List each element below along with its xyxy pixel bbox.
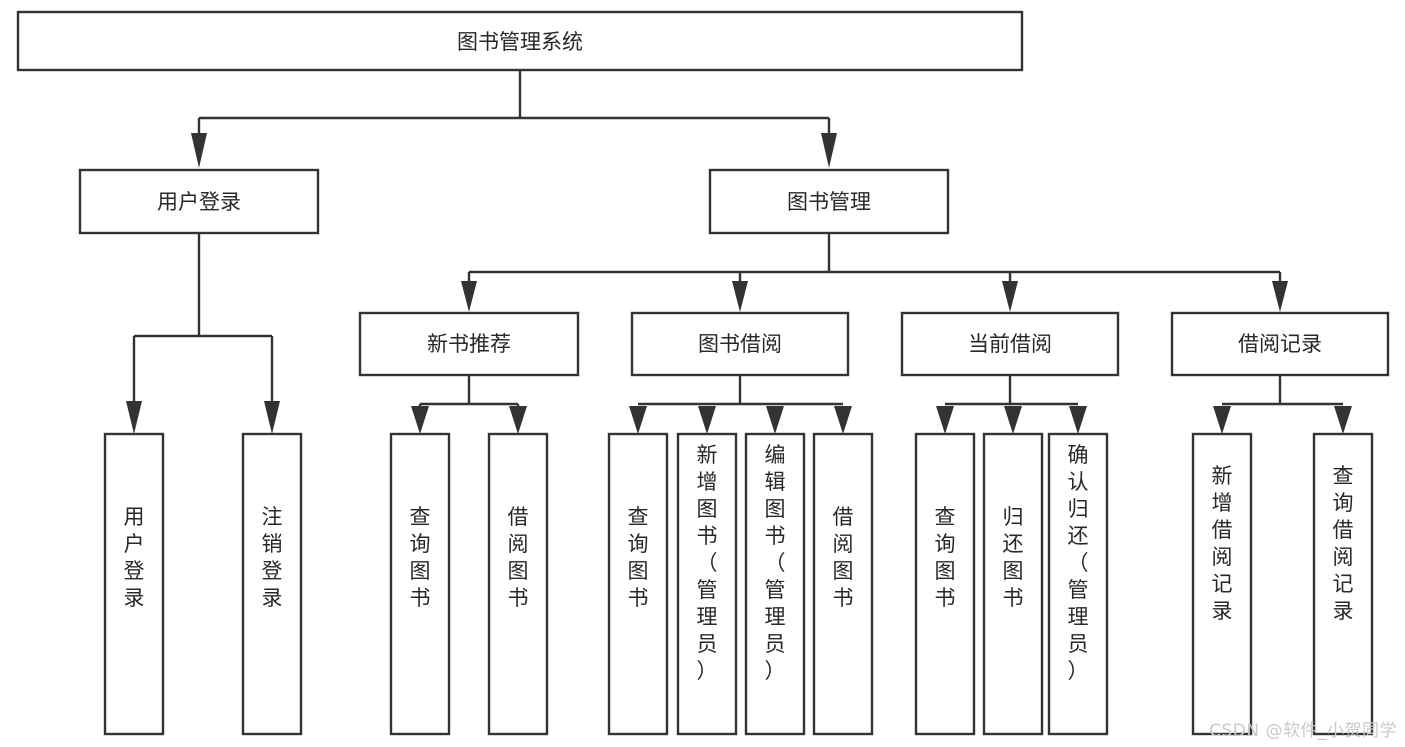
node-root-box[interactable] [16,10,1024,72]
node-leaf-user-login[interactable]: 用户登录 [103,432,165,736]
node-current-borrow-label: 当前借阅 [968,332,1052,356]
node-leaf-query-book-1-box[interactable] [389,432,451,736]
node-leaf-borrow-book-1-label: 借阅图书 [508,505,529,610]
node-current-borrow-box[interactable] [900,311,1120,377]
node-leaf-query-record[interactable]: 查询借阅记录 [1312,432,1374,736]
arrow-head-user-login [191,133,207,168]
node-leaf-user-login-box[interactable] [103,432,165,736]
arrow-head-leaf-query-book-1 [411,406,429,434]
node-leaf-add-book[interactable]: 新增图书（管理员） [676,432,738,736]
node-leaf-query-book-2[interactable]: 查询图书 [607,432,669,736]
connector-group-current-borrow [936,375,1087,434]
node-leaf-query-book-2-label: 查询图书 [628,505,649,610]
node-book-manage-label: 图书管理 [787,190,871,214]
node-book-borrow-box[interactable] [630,311,850,377]
node-user-login-label: 用户登录 [157,190,241,214]
connector-group-user-login [126,233,280,434]
arrow-head-leaf-query-book-3 [936,406,954,434]
node-book-manage[interactable]: 图书管理 [708,168,950,235]
node-book-borrow-label: 图书借阅 [698,332,782,356]
node-borrow-record-box[interactable] [1170,311,1390,377]
node-leaf-query-record-label: 查询借阅记录 [1333,464,1354,623]
node-leaf-borrow-book-2-box[interactable] [812,432,874,736]
node-leaf-user-logout[interactable]: 注销登录 [241,432,303,736]
node-borrow-record[interactable]: 借阅记录 [1170,311,1390,377]
node-leaf-confirm-return-label: 确认归还（管理员） [1068,443,1089,683]
node-leaf-borrow-book-1-box[interactable] [487,432,549,736]
node-leaf-user-logout-box[interactable] [241,432,303,736]
arrow-head-leaf-user-login [126,401,142,434]
node-root[interactable]: 图书管理系统 [16,10,1024,72]
connector-group-root [191,70,837,168]
node-leaf-query-book-3-box[interactable] [914,432,976,736]
arrow-head-borrow-record [1272,281,1288,312]
arrow-head-leaf-query-record [1334,406,1352,434]
node-root-label: 图书管理系统 [457,30,583,54]
arrow-head-leaf-user-logout [264,401,280,434]
arrow-head-book-manage [821,133,837,168]
node-new-book-recommend[interactable]: 新书推荐 [358,311,580,377]
connector-group-book-borrow [629,375,852,434]
node-leaf-return-book[interactable]: 归还图书 [982,432,1044,736]
node-leaf-query-book-3[interactable]: 查询图书 [914,432,976,736]
arrow-head-leaf-query-book-2 [629,406,647,434]
arrow-head-leaf-borrow-book-1 [509,406,527,434]
node-leaf-add-record-label: 新增借阅记录 [1212,464,1233,623]
arrow-head-leaf-borrow-book-2 [834,406,852,434]
node-leaf-confirm-return-box[interactable] [1047,432,1109,736]
node-leaf-return-book-box[interactable] [982,432,1044,736]
node-leaf-query-book-3-label: 查询图书 [935,505,956,610]
arrow-head-leaf-return-book [1004,406,1022,434]
node-leaf-return-book-label: 归还图书 [1003,505,1024,610]
node-book-manage-box[interactable] [708,168,950,235]
node-current-borrow[interactable]: 当前借阅 [900,311,1120,377]
node-leaf-edit-book-box[interactable] [744,432,806,736]
node-new-book-recommend-box[interactable] [358,311,580,377]
node-leaf-user-login-label: 用户登录 [124,505,145,610]
node-leaf-borrow-book-2[interactable]: 借阅图书 [812,432,874,736]
node-leaf-query-book-1[interactable]: 查询图书 [389,432,451,736]
node-leaf-borrow-book-1[interactable]: 借阅图书 [487,432,549,736]
connector-group-new-book-recommend [411,375,527,434]
node-leaf-query-book-2-box[interactable] [607,432,669,736]
arrow-head-new-book-recommend [461,281,477,312]
node-user-login-box[interactable] [78,168,320,235]
arrow-head-leaf-edit-book [766,406,784,434]
arrow-head-leaf-add-record [1213,406,1231,434]
connector-group-book-manage [461,233,1288,312]
node-new-book-recommend-label: 新书推荐 [427,332,511,356]
node-borrow-record-label: 借阅记录 [1238,332,1322,356]
arrow-head-leaf-confirm-return [1069,406,1087,434]
connector-group-borrow-record [1213,375,1352,434]
node-leaf-confirm-return[interactable]: 确认归还（管理员） [1047,432,1109,736]
node-leaf-user-logout-label: 注销登录 [262,505,283,610]
node-leaf-query-record-box[interactable] [1312,432,1374,736]
node-leaf-add-record[interactable]: 新增借阅记录 [1191,432,1253,736]
arrow-head-current-borrow [1002,281,1018,312]
node-leaf-edit-book-label: 编辑图书（管理员） [765,443,786,683]
csdn-watermark: CSDN @软件_小贺同学 [1209,721,1397,741]
node-leaf-edit-book[interactable]: 编辑图书（管理员） [744,432,806,736]
arrow-head-book-borrow [732,281,748,312]
node-book-borrow[interactable]: 图书借阅 [630,311,850,377]
arrow-head-leaf-add-book [698,406,716,434]
node-leaf-add-book-box[interactable] [676,432,738,736]
node-leaf-add-record-box[interactable] [1191,432,1253,736]
node-leaf-borrow-book-2-label: 借阅图书 [833,505,854,610]
node-leaf-query-book-1-label: 查询图书 [410,505,431,610]
node-leaf-add-book-label: 新增图书（管理员） [697,443,718,683]
node-user-login[interactable]: 用户登录 [78,168,320,235]
